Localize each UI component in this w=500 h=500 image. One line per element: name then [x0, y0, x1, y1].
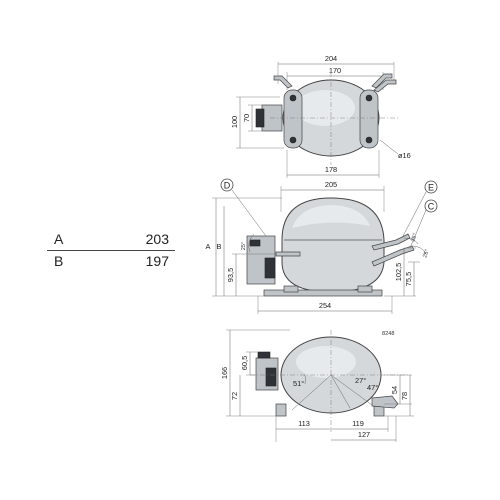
dim-label-angle-25b: 25° — [422, 249, 431, 259]
angle-arc — [403, 237, 419, 245]
terminal-cover — [255, 108, 265, 128]
dim-label-166: 166 — [220, 367, 229, 379]
terminal-cover — [264, 257, 276, 279]
terminal-cover — [265, 367, 277, 387]
angle-ray — [291, 374, 332, 411]
dim-label-119: 119 — [352, 419, 364, 428]
tube-c — [371, 245, 415, 267]
dim-label-170: 170 — [329, 66, 341, 75]
callout-circle-e — [424, 180, 438, 194]
tube — [371, 73, 393, 89]
dim-label-205: 205 — [325, 180, 337, 189]
angle-arc — [303, 374, 306, 385]
dim-label-angle-27: 27° — [355, 376, 366, 385]
dim-label-angle-51: 51° — [293, 379, 304, 388]
tube — [273, 75, 293, 89]
legend-row-a: A 203 — [47, 228, 175, 250]
angle-ray — [330, 374, 351, 409]
dim-label-72: 72 — [230, 392, 239, 400]
base-plate — [263, 289, 383, 297]
callout-e: E — [428, 183, 434, 193]
angle-arc — [248, 233, 255, 253]
tube-d — [275, 251, 301, 257]
dim-label-54: 54 — [390, 386, 399, 394]
callout-circle-c — [424, 199, 438, 213]
dim-label-100: 100 — [230, 116, 239, 128]
dim-label-diameter: ø16 — [398, 151, 411, 160]
dim-label-60-5: 60,5 — [240, 356, 249, 370]
tube — [373, 79, 397, 93]
shell-highlight — [295, 90, 355, 126]
mounting-foot — [357, 285, 373, 293]
mounting-foot — [283, 285, 299, 293]
mounting-foot — [275, 403, 287, 417]
bottom-view: 8248 51° 27° 47° — [220, 329, 414, 442]
side-view: 205 A B — [206, 178, 438, 314]
dim-label-78: 78 — [400, 392, 409, 400]
legend-key: A — [54, 231, 64, 247]
drawing-code: 8248 — [382, 331, 394, 337]
mounting-foot-left — [283, 89, 303, 149]
dimension-legend-table: A 203 B 197 — [47, 228, 175, 272]
dim-label-93-5: 93,5 — [226, 268, 235, 282]
dim-label-b: B — [217, 242, 222, 251]
dim-label-102-5: 102,5 — [394, 263, 403, 282]
leader-line — [379, 139, 399, 155]
dim-label-113: 113 — [298, 419, 310, 428]
dim-label-70: 70 — [242, 114, 251, 122]
tube — [371, 395, 399, 409]
grommet — [289, 136, 297, 144]
dim-label-75-5: 75,5 — [404, 272, 413, 286]
legend-divider — [47, 250, 175, 251]
callout-leader-d — [231, 189, 267, 237]
callout-circle-d — [220, 178, 234, 192]
legend-value: 197 — [145, 253, 169, 269]
grommet — [365, 94, 373, 102]
top-view: 204 170 — [230, 54, 411, 178]
callout-d: D — [224, 181, 231, 191]
dim-label-178: 178 — [325, 165, 337, 174]
legend-value: 203 — [145, 231, 169, 247]
legend-row-b: B 197 — [47, 250, 175, 272]
mounting-foot-right — [359, 89, 379, 149]
dim-label-angle-25: 25° — [241, 242, 247, 250]
dim-label-angle-47: 47° — [367, 383, 378, 392]
dim-label-204: 204 — [325, 54, 337, 63]
grommet — [365, 136, 373, 144]
terminal-clip — [257, 351, 271, 359]
shell-highlight — [296, 346, 356, 378]
angle-ray — [330, 374, 373, 406]
dim-label-127: 127 — [358, 430, 370, 439]
callout-leader-c — [409, 209, 427, 249]
angle-arc — [411, 245, 427, 255]
legend-key: B — [54, 253, 64, 269]
shell-highlight — [292, 205, 370, 228]
terminal-clip — [249, 239, 261, 247]
grommet — [289, 94, 297, 102]
dim-label-254: 254 — [319, 301, 331, 310]
callout-leader-e — [401, 191, 427, 239]
dim-label-a: A — [206, 242, 211, 251]
tube-e — [371, 233, 411, 251]
callout-c: C — [428, 202, 435, 212]
